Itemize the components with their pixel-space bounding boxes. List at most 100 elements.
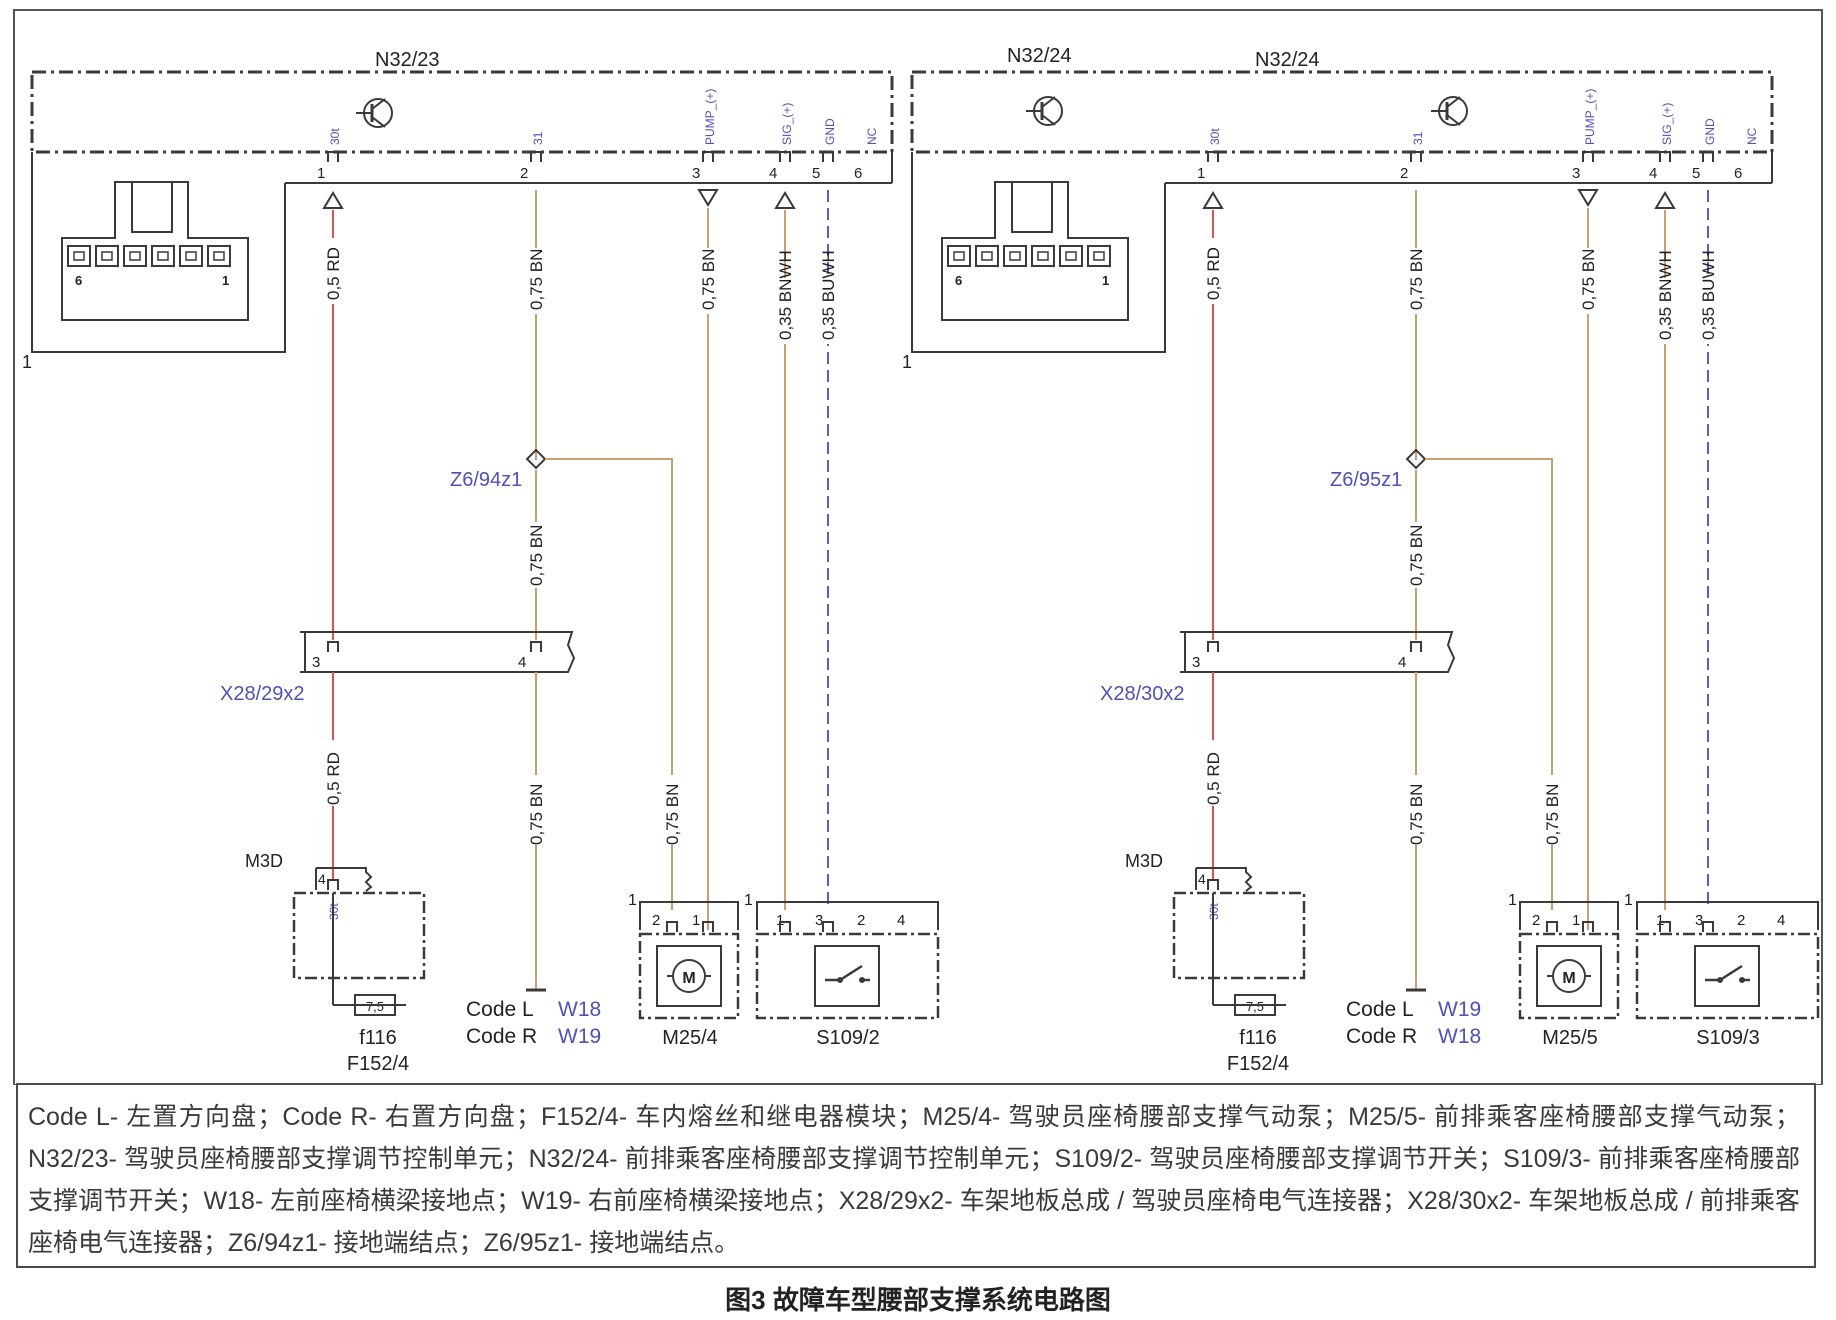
fuse-value: 7,5 — [366, 999, 384, 1014]
fuse-module-label: F152/4 — [347, 1053, 409, 1075]
wire-label: 0,5 RD — [1204, 247, 1223, 300]
inline-connector — [300, 631, 576, 673]
inline-connector — [1180, 631, 1456, 673]
pin-number: 2 — [520, 165, 528, 182]
pin-tab — [1410, 151, 1422, 162]
inline-pin-tab — [1207, 641, 1219, 652]
signal-triangle — [322, 191, 344, 209]
pump-inner — [1536, 945, 1602, 1007]
wire-label: 0,35 BUWH — [1699, 250, 1718, 340]
wire-label-bg — [1202, 740, 1224, 806]
control-unit-label-secondary: N32/24 — [1007, 45, 1072, 67]
pin-number: 6 — [1734, 165, 1742, 182]
code-r-ref: W18 — [1438, 1025, 1481, 1048]
pump-box — [638, 932, 740, 1020]
connector-cavity-pin — [1037, 251, 1049, 261]
code-r-label: Code R — [466, 1025, 537, 1048]
pin-number: 3 — [692, 165, 700, 182]
connector-cavity-pin — [157, 251, 169, 261]
pin-tab — [1582, 151, 1594, 162]
connector-cavity — [1087, 245, 1111, 267]
switch-contact-dot — [1739, 977, 1745, 983]
m3d-bracket — [1195, 867, 1253, 892]
wire-label-bg — [1541, 775, 1563, 845]
code-l-label: Code L — [1346, 998, 1414, 1021]
switch-contact-dot — [859, 977, 865, 983]
switch-pin-tab — [1702, 921, 1714, 932]
motor-symbol-label: M — [682, 970, 695, 987]
pin-number: 1 — [1197, 165, 1205, 182]
pin-tab — [1702, 151, 1714, 162]
splice-branch — [545, 458, 673, 910]
transistor-symbol-2 — [1431, 96, 1468, 126]
pin-number: 4 — [1649, 165, 1657, 182]
pump-label: M25/5 — [1542, 1027, 1598, 1049]
m3d-box — [1172, 891, 1306, 980]
pin-tab — [779, 151, 791, 162]
connector-cavity-pin — [1009, 251, 1021, 261]
wire-label: 0,35 BNWH — [1656, 250, 1675, 340]
signal-triangle — [1202, 191, 1224, 209]
pin-function-label: 31 — [1411, 131, 1425, 145]
pin-function-label: NC — [1745, 127, 1759, 145]
pump-pin-number: 2 — [1532, 912, 1540, 929]
connector-cavity — [975, 245, 999, 267]
switch-box — [1635, 932, 1820, 1020]
inline-pin-tab — [1410, 641, 1422, 652]
wire-label-bg — [525, 522, 547, 588]
pump-inner — [656, 945, 722, 1007]
pump-label: M25/4 — [662, 1027, 718, 1049]
connector-drawing — [61, 181, 249, 321]
wire-label: 0,75 BN — [1579, 249, 1598, 310]
control-unit-label: N32/24 — [1255, 49, 1320, 71]
wire-label: 0,5 RD — [324, 247, 343, 300]
pin-tab — [1659, 151, 1671, 162]
switch-pin-tab — [822, 921, 834, 932]
transistor-symbol-1-collector — [1041, 96, 1056, 108]
connector-latch — [131, 181, 173, 233]
connector-drawing — [941, 181, 1129, 321]
pin-number: 5 — [812, 165, 820, 182]
control-unit-box — [910, 70, 1774, 154]
legend-box: Code L- 左置方向盘；Code R- 右置方向盘；F152/4- 车内熔丝… — [16, 1083, 1816, 1268]
wire-label-bg — [697, 248, 719, 314]
transistor-symbol-2-collector — [1446, 96, 1461, 108]
switch-pin-tab — [779, 921, 791, 932]
connector-body — [941, 181, 1129, 321]
connector-cavity — [67, 245, 91, 267]
pin-function-label: PUMP_(+) — [703, 89, 717, 145]
inline-pin-tab — [327, 641, 339, 652]
m3d-box — [292, 891, 426, 980]
legend-text: Code L- 左置方向盘；Code R- 右置方向盘；F152/4- 车内熔丝… — [28, 1103, 1800, 1257]
fuse-value: 7,5 — [1246, 999, 1264, 1014]
connector-body — [61, 181, 249, 321]
signal-triangle — [774, 191, 796, 209]
pin-number: 1 — [317, 165, 325, 182]
pump-pin-tab — [1546, 921, 1558, 932]
m3d-pin-tab — [1207, 879, 1219, 890]
m3d-pin-number: 4 — [318, 871, 326, 887]
transistor-symbol-2-emitter — [1446, 114, 1461, 126]
pin-function-label: 31 — [531, 131, 545, 145]
pin-number: 3 — [1572, 165, 1580, 182]
wire-label-bg — [774, 278, 796, 344]
pin-function-label: NC — [865, 127, 879, 145]
wire-label-bg — [1405, 522, 1427, 588]
fuse-label: f116 — [1239, 1027, 1276, 1049]
switch-pin-number: 3 — [815, 912, 823, 929]
connector-pin-label: 1 — [222, 273, 229, 288]
connector-cavity-pin — [101, 251, 113, 261]
ground-splice — [1405, 448, 1427, 470]
code-l-label: Code L — [466, 998, 534, 1021]
code-r-ref: W19 — [558, 1025, 601, 1048]
transistor-symbol — [356, 98, 393, 128]
switch-pin-number: 1 — [776, 912, 784, 929]
switch-inner — [814, 945, 880, 1007]
switch-pin-number: 4 — [1777, 912, 1785, 929]
switch-pin-number: 1 — [1656, 912, 1664, 929]
pin-tab — [530, 151, 542, 162]
m3d-pin-tab — [327, 879, 339, 890]
switch-pin-number: 2 — [1737, 912, 1745, 929]
wire-label: 0,5 RD — [1204, 752, 1223, 805]
m3d-label: M3D — [1125, 851, 1163, 871]
